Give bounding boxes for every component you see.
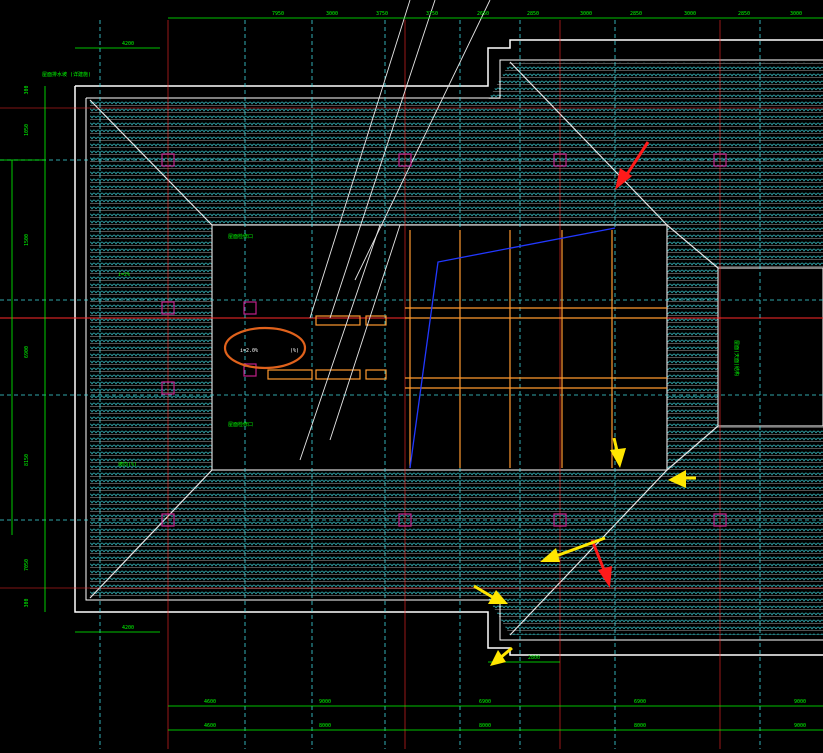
- column-marker: [161, 381, 175, 395]
- bottom-dimension: 4600: [204, 723, 216, 729]
- red-arrows: [590, 141, 650, 588]
- corner-dimension: 4200: [122, 625, 134, 631]
- column-marker: [243, 363, 257, 377]
- dimension-texts: 7950 3000 3750 3750 2650 2850 3000 2850 3000 2850…: [24, 11, 806, 729]
- top-dimension: 2650: [477, 11, 489, 17]
- bottom-dimension: 9000: [794, 699, 806, 705]
- bottom-dimension: 8000: [319, 723, 331, 729]
- left-dimension: 1500: [24, 234, 30, 246]
- corner-dimension: 2800: [528, 655, 540, 661]
- column-marker: [713, 513, 727, 527]
- top-dimension: 2850: [527, 11, 539, 17]
- slanted-lines: [299, 0, 491, 461]
- top-dimension: 2850: [630, 11, 642, 17]
- highlight-ellipse: [223, 326, 307, 370]
- right-label: 屋面(天面)结构: [733, 340, 740, 376]
- column-marker: [553, 513, 567, 527]
- column-marker: [161, 153, 175, 167]
- inner-label-1: 屋面检修口: [228, 233, 253, 240]
- column-markers: [161, 153, 727, 527]
- left-dimension: 8150: [24, 454, 30, 466]
- orange-beams: [267, 230, 667, 468]
- top-dimension: 3000: [580, 11, 592, 17]
- column-marker: [161, 513, 175, 527]
- bottom-dimension: 6900: [634, 699, 646, 705]
- bottom-dimension: 8000: [634, 723, 646, 729]
- top-dimension: 7950: [272, 11, 284, 17]
- hip-lines: [89, 61, 719, 636]
- slope-label-a: i=2%: [118, 272, 130, 278]
- slope-label-b: 坡向(%): [118, 461, 137, 468]
- left-dimension: 300: [24, 598, 30, 607]
- blue-diagonal-line: [409, 227, 616, 469]
- courtyard-opening: [211, 224, 668, 471]
- column-marker: [398, 153, 412, 167]
- corner-dimension: 4200: [122, 41, 134, 47]
- dimension-lines: [0, 17, 823, 731]
- column-marker: [161, 301, 175, 315]
- bottom-dimension: 9000: [319, 699, 331, 705]
- grid-axes: [0, 20, 823, 749]
- circled-suffix: (%): [290, 348, 299, 354]
- yellow-arrows: [473, 437, 696, 666]
- bottom-dimension: 8000: [479, 723, 491, 729]
- top-dimension: 2850: [738, 11, 750, 17]
- left-dimension: 7050: [24, 559, 30, 571]
- left-dimension: 6900: [24, 346, 30, 358]
- top-dimension: 3000: [684, 11, 696, 17]
- inner-label-2: 屋面检修口: [228, 421, 253, 428]
- column-marker: [398, 513, 412, 527]
- top-dimension: 3000: [326, 11, 338, 17]
- top-dimension: 3000: [790, 11, 802, 17]
- bottom-dimension: 4600: [204, 699, 216, 705]
- bottom-dimension: 6900: [479, 699, 491, 705]
- column-marker: [713, 153, 727, 167]
- top-left-note: 屋面排水坡 (详建施): [42, 71, 91, 78]
- circled-label: i=2.0%: [240, 348, 258, 354]
- column-marker: [243, 301, 257, 315]
- top-dimension: 3750: [376, 11, 388, 17]
- inner-opening: [211, 224, 823, 471]
- left-dimension: 1050: [24, 124, 30, 136]
- bottom-dimension: 9000: [794, 723, 806, 729]
- right-opening: [717, 267, 823, 427]
- left-dimension: 300: [24, 85, 30, 94]
- column-marker: [553, 153, 567, 167]
- top-dimension: 3750: [426, 11, 438, 17]
- annotations: 屋面排水坡 (详建施) i=2% 坡向(%) 屋面检修口 屋面检修口 i=2.0…: [42, 71, 740, 468]
